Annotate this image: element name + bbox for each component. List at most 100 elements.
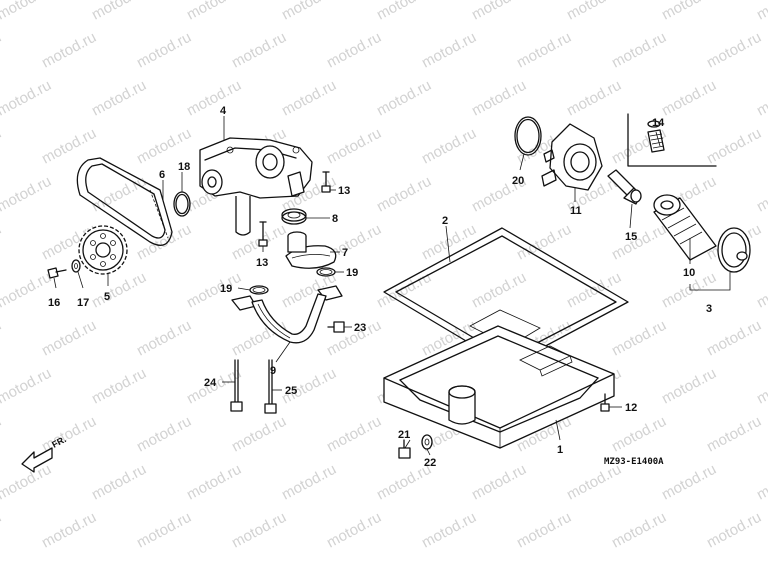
watermark-text: motod.ru — [374, 0, 434, 24]
part-washer-22 — [421, 434, 433, 450]
watermark-text: motod.ru — [374, 173, 434, 216]
watermark-text: motod.ru — [89, 269, 149, 312]
watermark-text: motod.ru — [374, 269, 434, 312]
callout-15: 15 — [625, 231, 637, 243]
callout-18: 18 — [178, 161, 190, 173]
part-o-ring-18 — [173, 191, 191, 217]
watermark-text: motod.ru — [89, 77, 149, 120]
watermark-text: motod.ru — [229, 413, 289, 456]
watermark-text: motod.ru — [0, 125, 4, 168]
watermark-text: motod.ru — [229, 29, 289, 72]
watermark-text: motod.ru — [374, 77, 434, 120]
watermark-text: motod.ru — [0, 29, 4, 72]
watermark-text: motod.ru — [469, 0, 529, 24]
watermark-text: motod.ru — [754, 269, 768, 312]
watermark-text: motod.ru — [324, 413, 384, 456]
part-filter-cover-3 — [717, 227, 751, 273]
watermark-text: motod.ru — [754, 0, 768, 24]
callout-1: 1 — [557, 444, 563, 456]
part-sprocket — [78, 225, 128, 275]
watermark-text: motod.ru — [324, 509, 384, 552]
callout-11: 11 — [570, 205, 582, 217]
watermark-text: motod.ru — [39, 125, 99, 168]
watermark-text: motod.ru — [0, 509, 4, 552]
watermark-text: motod.ru — [754, 365, 768, 408]
callout-5: 5 — [104, 291, 110, 303]
callout-6: 6 — [159, 169, 165, 181]
part-drive-chain — [76, 157, 173, 246]
watermark-text: motod.ru — [704, 125, 764, 168]
watermark-text: motod.ru — [469, 77, 529, 120]
watermark-text: motod.ru — [609, 509, 669, 552]
part-oil-filter-10 — [653, 194, 717, 261]
part-bolt-25 — [264, 359, 277, 414]
watermark-text: motod.ru — [0, 317, 4, 360]
watermark-text: motod.ru — [89, 365, 149, 408]
watermark-text: motod.ru — [39, 509, 99, 552]
watermark-text: motod.ru — [564, 77, 624, 120]
watermark-text: motod.ru — [0, 221, 4, 264]
watermark-text: motod.ru — [134, 317, 194, 360]
inset-box — [627, 113, 717, 167]
callout-10: 10 — [683, 267, 695, 279]
watermark-text: motod.ru — [469, 461, 529, 504]
part-bolt-12 — [600, 393, 610, 412]
part-bolt-23 — [327, 321, 345, 333]
watermark-text: motod.ru — [754, 461, 768, 504]
leader-lines — [53, 116, 731, 456]
callout-7: 7 — [342, 247, 348, 259]
part-o-ring-19-left — [249, 285, 269, 295]
watermark-text: motod.ru — [419, 29, 479, 72]
watermark-text: motod.ru — [659, 365, 719, 408]
watermark-text: motod.ru — [704, 317, 764, 360]
watermark-text: motod.ru — [514, 509, 574, 552]
callout-3: 3 — [706, 303, 712, 315]
part-bolt-24 — [230, 359, 243, 412]
callout-13-lower: 13 — [256, 257, 268, 269]
part-o-ring-20 — [514, 116, 542, 156]
watermark-text: motod.ru — [754, 77, 768, 120]
part-bolt-13-upper — [321, 171, 331, 193]
callout-19-right: 19 — [346, 267, 358, 279]
callout-13-upper: 13 — [338, 185, 350, 197]
watermark-text: motod.ru — [184, 269, 244, 312]
callout-14: 14 — [652, 117, 665, 129]
watermark-text: motod.ru — [0, 77, 54, 120]
part-bolt-16 — [47, 267, 67, 279]
watermark-text: motod.ru — [0, 173, 54, 216]
watermark-text: motod.ru — [39, 29, 99, 72]
callout-23: 23 — [354, 322, 366, 334]
part-oil-pipe-9 — [231, 285, 343, 344]
callout-22: 22 — [424, 457, 436, 469]
watermark-text: motod.ru — [324, 125, 384, 168]
watermark-text: motod.ru — [564, 269, 624, 312]
watermark-text: motod.ru — [514, 29, 574, 72]
part-oil-cooler-11 — [541, 123, 603, 191]
diagram-code: MZ93-E1400A — [604, 457, 664, 467]
watermark-text: motod.ru — [0, 365, 54, 408]
watermark-text: motod.ru — [89, 0, 149, 24]
watermark-text: motod.ru — [229, 317, 289, 360]
watermark-text: motod.ru — [134, 29, 194, 72]
callout-12: 12 — [625, 402, 637, 414]
callout-8: 8 — [332, 213, 338, 225]
watermark-text: motod.ru — [609, 413, 669, 456]
watermark-text: motod.ru — [659, 77, 719, 120]
watermark-text: motod.ru — [279, 77, 339, 120]
watermark-text: motod.ru — [419, 509, 479, 552]
watermark-text: motod.ru — [0, 413, 4, 456]
watermark-text: motod.ru — [184, 461, 244, 504]
watermark-text: motod.ru — [324, 29, 384, 72]
watermark-text: motod.ru — [39, 317, 99, 360]
watermark-text: motod.ru — [134, 509, 194, 552]
watermark-text: motod.ru — [39, 413, 99, 456]
watermark-text: motod.ru — [704, 509, 764, 552]
watermark-text: motod.ru — [89, 461, 149, 504]
watermark-text: motod.ru — [279, 461, 339, 504]
watermark-text: motod.ru — [134, 413, 194, 456]
watermark-text: motod.ru — [609, 29, 669, 72]
watermark-text: motod.ru — [419, 125, 479, 168]
part-drain-bolt-21 — [398, 439, 411, 459]
callout-9: 9 — [270, 365, 276, 377]
